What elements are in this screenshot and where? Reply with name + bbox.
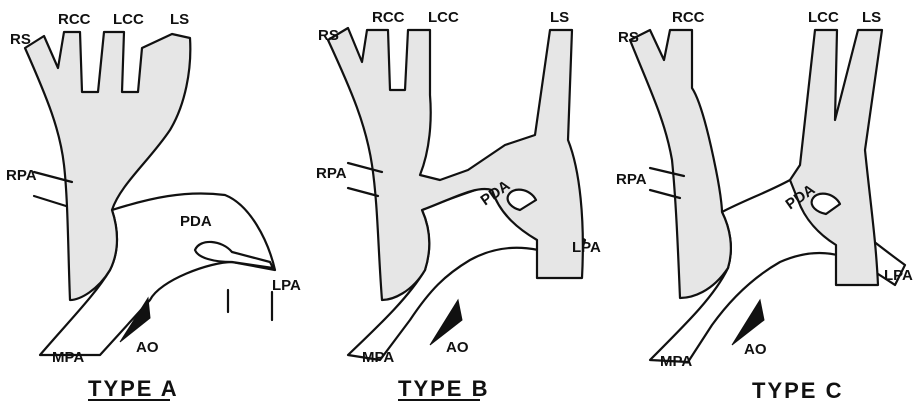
label-rcc: RCC <box>58 11 91 28</box>
label-ls: LS <box>170 11 189 28</box>
panel-type-c <box>630 30 905 362</box>
lpa-stubs-a <box>228 290 272 320</box>
label-ao: AO <box>446 339 469 356</box>
label-rpa: RPA <box>6 167 37 184</box>
label-lpa: LPA <box>272 277 301 294</box>
label-lcc: LCC <box>808 9 839 26</box>
panel-type-a <box>25 32 275 355</box>
label-mpa: MPA <box>52 349 84 366</box>
label-lcc: LCC <box>428 9 459 26</box>
label-rs: RS <box>618 29 639 46</box>
panel-title-a: TYPE A <box>88 376 179 401</box>
label-mpa: MPA <box>362 349 394 366</box>
panel-title-b: TYPE B <box>398 376 489 401</box>
label-rcc: RCC <box>372 9 405 26</box>
panel-type-b <box>328 28 585 360</box>
label-rcc: RCC <box>672 9 705 26</box>
label-rpa: RPA <box>316 165 347 182</box>
label-ls: LS <box>862 9 881 26</box>
label-pda: PDA <box>180 213 212 230</box>
panel-title-c: TYPE C <box>752 378 843 403</box>
label-lpa: LPA <box>884 267 913 284</box>
label-ao: AO <box>744 341 767 358</box>
label-ao: AO <box>136 339 159 356</box>
ao-wedge-c <box>732 300 764 345</box>
aorta-c <box>630 30 731 298</box>
label-lcc: LCC <box>113 11 144 28</box>
label-lpa: LPA <box>572 239 601 256</box>
label-rs: RS <box>318 27 339 44</box>
label-mpa: MPA <box>660 353 692 370</box>
label-rs: RS <box>10 31 31 48</box>
label-ls: LS <box>550 9 569 26</box>
label-rpa: RPA <box>616 171 647 188</box>
